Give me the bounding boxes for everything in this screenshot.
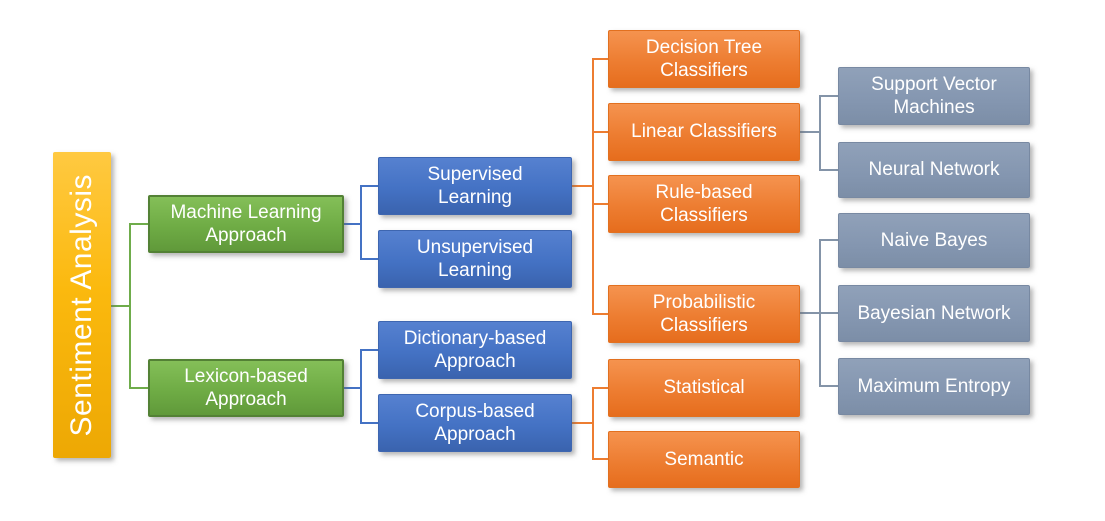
connector-to-decision-tree: [592, 58, 608, 60]
connector-to-rule-based: [592, 203, 608, 205]
node-label: Linear Classifiers: [631, 121, 777, 143]
node-machine-learning-approach: Machine Learning Approach: [148, 195, 344, 253]
node-label: Bayesian Network: [857, 302, 1011, 324]
connector-to-dictionary: [360, 349, 378, 351]
node-label: Semantic: [664, 448, 744, 470]
connector-to-naive-bayes: [819, 239, 838, 241]
connector-to-svm: [819, 95, 838, 97]
node-label: Machine Learning Approach: [170, 201, 322, 246]
node-unsupervised-learning: Unsupervised Learning: [378, 230, 572, 288]
connector-probabilistic-trunk: [800, 312, 820, 314]
connector-to-supervised: [360, 185, 378, 187]
node-label: Decision Tree Classifiers: [645, 36, 763, 81]
node-semantic: Semantic: [608, 431, 800, 488]
connector-root-trunk: [111, 305, 130, 307]
node-neural-network: Neural Network: [838, 142, 1030, 198]
node-label: Neural Network: [868, 159, 1000, 181]
connector-lexicon-trunk: [344, 387, 362, 389]
node-bayesian-network: Bayesian Network: [838, 285, 1030, 342]
connector-to-linear: [592, 131, 608, 133]
node-linear-classifiers: Linear Classifiers: [608, 103, 800, 161]
connector-to-lexicon-based: [129, 387, 148, 389]
connector-root-vertical: [129, 223, 131, 389]
node-label: Support Vector Machines: [871, 73, 997, 118]
node-naive-bayes: Naive Bayes: [838, 213, 1030, 268]
connector-to-unsupervised: [360, 258, 378, 260]
node-label: Statistical: [663, 377, 745, 399]
connector-to-machine-learning: [129, 223, 148, 225]
node-label: Supervised Learning: [427, 163, 523, 208]
node-label: Dictionary-based Approach: [403, 327, 547, 372]
node-label: Maximum Entropy: [857, 375, 1011, 397]
node-sentiment-analysis: Sentiment Analysis: [53, 152, 111, 458]
connector-to-bayesian: [819, 312, 838, 314]
node-label: Naive Bayes: [880, 229, 988, 251]
node-label: Corpus-based Approach: [415, 400, 535, 445]
connector-supervised-vertical: [592, 58, 594, 315]
connector-to-max-entropy: [819, 385, 838, 387]
connector-corpus-trunk: [572, 422, 593, 424]
connector-lexicon-vertical: [360, 349, 362, 424]
connector-to-neural: [819, 169, 838, 171]
connector-ml-trunk: [344, 223, 362, 225]
node-decision-tree-classifiers: Decision Tree Classifiers: [608, 30, 800, 88]
node-dictionary-based-approach: Dictionary-based Approach: [378, 321, 572, 379]
connector-to-statistical: [592, 387, 608, 389]
node-probabilistic-classifiers: Probabilistic Classifiers: [608, 285, 800, 343]
node-maximum-entropy: Maximum Entropy: [838, 358, 1030, 415]
node-label: Lexicon-based Approach: [184, 365, 308, 410]
connector-linear-vertical: [819, 95, 821, 171]
node-label: Unsupervised Learning: [416, 236, 534, 281]
node-rule-based-classifiers: Rule-based Classifiers: [608, 175, 800, 233]
node-label: Rule-based Classifiers: [655, 181, 753, 226]
connector-ml-vertical: [360, 185, 362, 260]
connector-to-probabilistic: [592, 313, 608, 315]
node-support-vector-machines: Support Vector Machines: [838, 67, 1030, 125]
node-supervised-learning: Supervised Learning: [378, 157, 572, 215]
node-corpus-based-approach: Corpus-based Approach: [378, 394, 572, 452]
connector-linear-trunk: [800, 131, 820, 133]
connector-supervised-trunk: [572, 185, 593, 187]
node-lexicon-based-approach: Lexicon-based Approach: [148, 359, 344, 417]
node-label: Probabilistic Classifiers: [652, 291, 756, 336]
node-label: Sentiment Analysis: [64, 173, 98, 437]
node-statistical: Statistical: [608, 359, 800, 417]
connector-corpus-vertical: [592, 387, 594, 460]
connector-to-corpus: [360, 422, 378, 424]
connector-to-semantic: [592, 458, 608, 460]
